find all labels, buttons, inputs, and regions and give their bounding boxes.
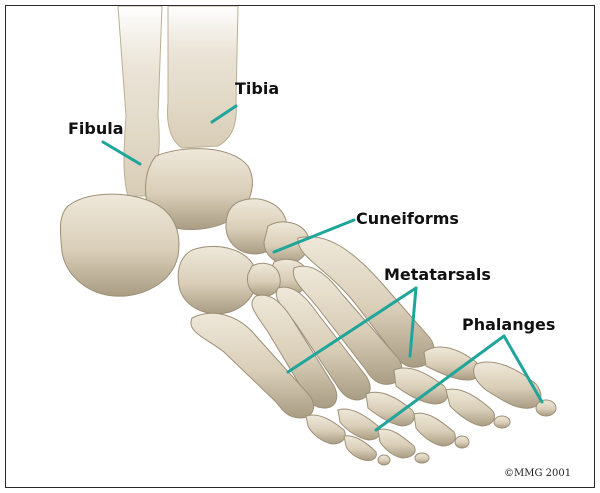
copyright-notice: ©MMG 2001 bbox=[504, 468, 571, 479]
label-phalanges: Phalanges bbox=[462, 315, 555, 334]
phalanx-bone-3c bbox=[455, 436, 469, 448]
phalanx-bone-2c bbox=[494, 416, 510, 428]
label-metatarsals: Metatarsals bbox=[384, 265, 491, 284]
label-fibula: Fibula bbox=[68, 119, 124, 138]
cuneiform-bone-lateral bbox=[248, 263, 281, 296]
tibia-bone bbox=[168, 6, 238, 148]
cuboid-bone bbox=[178, 247, 257, 314]
phalanx-bone-3b bbox=[414, 413, 455, 446]
phalanx-bone-5c bbox=[378, 455, 390, 465]
phalanx-bone-1c bbox=[536, 400, 556, 416]
phalanx-bone-4c bbox=[415, 453, 429, 463]
label-cuneiforms: Cuneiforms bbox=[356, 209, 459, 228]
label-tibia: Tibia bbox=[235, 79, 279, 98]
diagram-frame: Tibia Fibula Cuneiforms Metatarsals Phal… bbox=[5, 5, 595, 488]
phalanx-bone-4b bbox=[378, 429, 415, 458]
calcaneus-bone bbox=[60, 194, 179, 296]
foot-skeleton-illustration bbox=[6, 6, 594, 487]
phalanx-bone-2b bbox=[446, 389, 494, 426]
